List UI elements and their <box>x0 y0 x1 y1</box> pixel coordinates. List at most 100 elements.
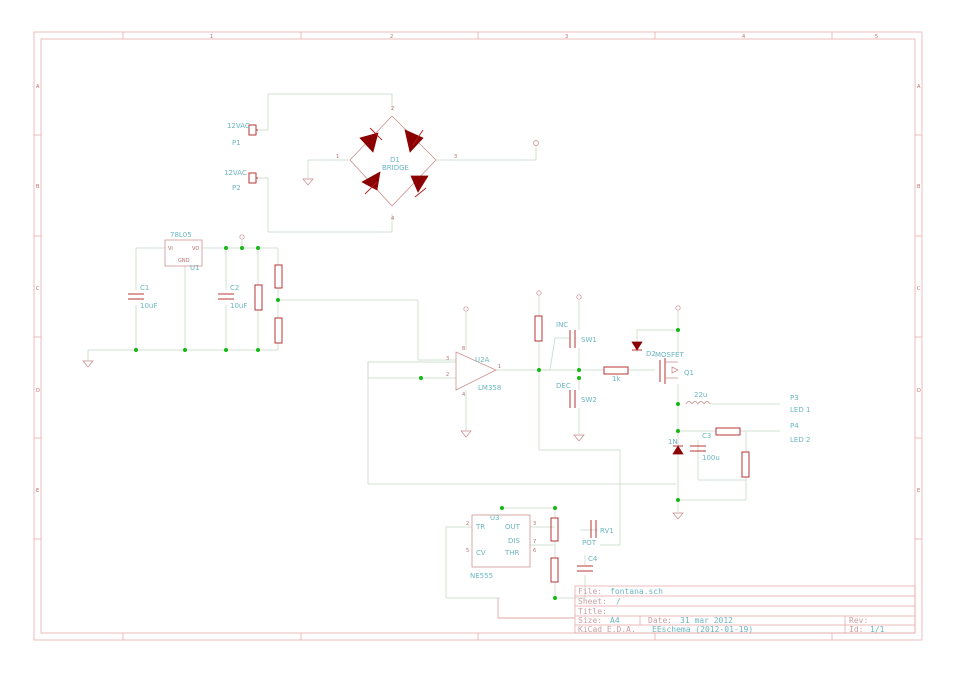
switch-sw2: DEC SW2 <box>556 382 597 408</box>
inductor-value: 22u <box>694 391 707 399</box>
opamp-pin: 8 <box>462 346 465 352</box>
timer-value: NE555 <box>470 572 493 580</box>
column-labels-top: 1 2 3 4 5 <box>210 34 878 40</box>
row-label: E <box>36 488 39 494</box>
timer-pin-name: OUT <box>505 523 521 531</box>
col-label: 4 <box>742 34 745 40</box>
timer-pin-name: CV <box>476 549 486 557</box>
mosfet-value: MOSFET <box>655 351 684 359</box>
led-output-1: P3 LED 1 <box>790 394 810 414</box>
row-label: A <box>36 84 40 90</box>
row-labels-right: A B C D E <box>917 84 921 494</box>
connector-value: 12VAC <box>224 169 247 177</box>
bridge-ref: D1 <box>390 156 400 164</box>
output-ref: P3 <box>790 394 799 402</box>
switch-value: DEC <box>556 382 571 390</box>
junction-dots <box>134 246 680 600</box>
timer-pin: 5 <box>466 548 469 554</box>
row-label: D <box>36 388 40 394</box>
cap-value: 100u <box>702 454 720 462</box>
switch-sw1: INC SW1 <box>556 321 597 348</box>
timer-pin: 2 <box>466 521 469 527</box>
timer-pin-name: DIS <box>508 537 520 545</box>
led-output-2: P4 LED 2 <box>790 422 810 444</box>
timer-pin: 7 <box>533 539 536 545</box>
sheet-label: Sheet: <box>578 597 607 606</box>
inductor-l1: 22u <box>685 391 711 405</box>
resistor-sense <box>715 427 750 478</box>
row-label: D <box>917 388 921 394</box>
reg-pin: GND <box>178 258 190 264</box>
row-label: C <box>36 286 40 292</box>
opamp-pin: 3 <box>446 356 449 362</box>
reg-pin: VI <box>168 246 173 252</box>
col-label: 3 <box>565 34 568 40</box>
col-label: 5 <box>875 34 878 40</box>
bridge-pin: 1 <box>336 154 339 160</box>
switch-ref: SW2 <box>581 396 597 404</box>
opamp-lm358: U2A LM358 3 2 1 8 4 <box>446 346 501 398</box>
switch-value: INC <box>556 321 568 329</box>
ground-symbol <box>82 234 245 368</box>
file-label: File: <box>578 587 602 596</box>
rev-label: Rev: <box>849 616 868 625</box>
capacitor-c3: C3 100u <box>690 432 720 462</box>
cap-ref: C2 <box>230 284 239 292</box>
title-block: File: fontana.sch Sheet: / Title: Size: … <box>574 585 916 634</box>
bridge-rectifier: BRIDGE D1 1 2 3 4 <box>336 106 457 222</box>
opamp-pin: 1 <box>498 364 501 370</box>
zener-d3: 1N <box>668 438 684 455</box>
connector-ref: P1 <box>232 139 241 147</box>
row-label: E <box>917 488 920 494</box>
switch-ref: SW1 <box>581 336 597 344</box>
reg-ref: U1 <box>190 264 200 272</box>
resistor-r-opamp <box>534 315 543 342</box>
row-labels-left: A B C D E <box>36 84 40 494</box>
opamp-value: LM358 <box>478 384 501 392</box>
led-ref: D2 <box>646 350 656 358</box>
cap-ref: C4 <box>588 555 598 563</box>
reg-pin: VO <box>192 246 199 252</box>
pot-ref: RV1 <box>600 527 614 535</box>
connector-ref: P2 <box>232 184 241 192</box>
capacitor-c2: C2 10uF <box>218 284 247 310</box>
power-flag <box>533 140 539 146</box>
res-value: 1k <box>612 375 621 383</box>
capacitor-c4: C4 <box>577 555 598 572</box>
cap-value: 10uF <box>230 302 247 310</box>
bridge-pin: 2 <box>391 106 394 112</box>
opamp-ref: U2A <box>475 356 490 364</box>
id-value: 1/1 <box>870 625 885 634</box>
potentiometer: RV1 POT <box>582 520 614 547</box>
resistors-divider <box>254 264 283 344</box>
timer-pin: 6 <box>533 548 536 554</box>
id-label: Id: <box>849 625 863 634</box>
resistor-timer <box>550 517 559 583</box>
col-label: 2 <box>390 34 393 40</box>
opamp-pin: 2 <box>446 372 449 378</box>
ground-symbol <box>672 512 684 520</box>
output-value: LED 2 <box>790 436 810 444</box>
resistor-gate: 1k <box>603 366 629 383</box>
connector-p2: 12VAC P2 <box>224 169 258 192</box>
reg-value: 78L05 <box>170 231 192 239</box>
sheet-frame <box>33 31 923 641</box>
date-value: 31 mar 2012 <box>680 616 733 625</box>
row-label: A <box>917 84 921 90</box>
regulator-wires <box>87 240 456 361</box>
output-wires <box>628 311 780 512</box>
cap-ref: C3 <box>702 432 711 440</box>
input-wires <box>258 93 537 233</box>
opamp-wires <box>367 296 676 546</box>
mosfet-q1: MOSFET Q1 <box>655 351 694 384</box>
led-d2: D2 <box>631 341 656 358</box>
timer-pin: 3 <box>533 521 536 527</box>
row-label: B <box>917 184 921 190</box>
regulator-78l05: 78L05 U1 VI VO GND <box>164 231 203 272</box>
bridge-pin: 3 <box>454 154 457 160</box>
timer-pin-name: THR <box>504 549 520 557</box>
ground-symbol <box>302 178 314 186</box>
output-ref: P4 <box>790 422 799 430</box>
bridge-pin: 4 <box>391 216 394 222</box>
